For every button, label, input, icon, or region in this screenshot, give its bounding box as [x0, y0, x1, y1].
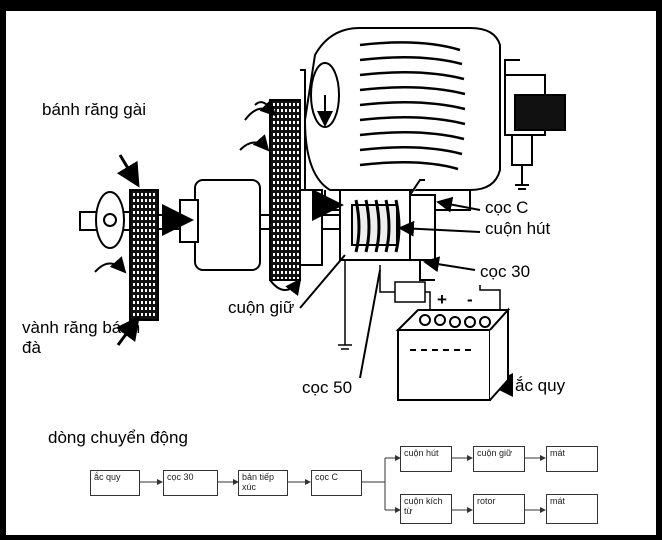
terminal-30-label: cọc 30 [480, 262, 531, 281]
battery-illustration [395, 307, 511, 401]
motor-housing [300, 27, 501, 191]
clutch [179, 179, 261, 271]
battery-label: ắc quy [515, 376, 566, 395]
negative-sign: - [467, 290, 473, 309]
positive-sign: + [437, 290, 447, 309]
flow-box-ground-top: mát [546, 446, 598, 472]
flow-box-rotor: rotor [473, 494, 525, 524]
flow-box-terminal-c: cọc C [311, 470, 362, 496]
hold-in-coil-label: cuộn giữ [228, 298, 295, 317]
field-coil [359, 41, 466, 171]
terminal-50-label: cọc 50 [302, 378, 353, 397]
flow-title: dòng chuyển động [48, 428, 188, 447]
motor-armature-rotation-arrow [310, 62, 340, 128]
flow-box-contact-plate: bản tiếp xúc [238, 470, 288, 496]
flow-box-terminal-30: cọc 30 [163, 470, 218, 496]
flow-box-battery: ắc quy [90, 470, 140, 496]
solenoid-coil [354, 199, 401, 253]
pinion-rotation-arrow [94, 256, 127, 274]
pull-in-coil-label: cuộn hút [485, 219, 551, 238]
leader-lines [299, 196, 481, 379]
terminal-c-label: cọc C [485, 198, 529, 217]
flow-box-hold-in-coil: cuộn giữ [473, 446, 525, 472]
flywheel-ring-label: vành răng bánh đà [22, 318, 141, 358]
pinion-gear-label: bánh răng gài [42, 100, 146, 119]
flow-box-field-coil: cuộn kích từ [400, 494, 452, 524]
flow-box-pull-in-coil: cuộn hút [400, 446, 452, 472]
flow-connectors [140, 455, 546, 513]
pinion-gear [95, 189, 159, 321]
flow-box-ground-bottom: mát [546, 494, 598, 524]
brush-end [504, 59, 566, 190]
